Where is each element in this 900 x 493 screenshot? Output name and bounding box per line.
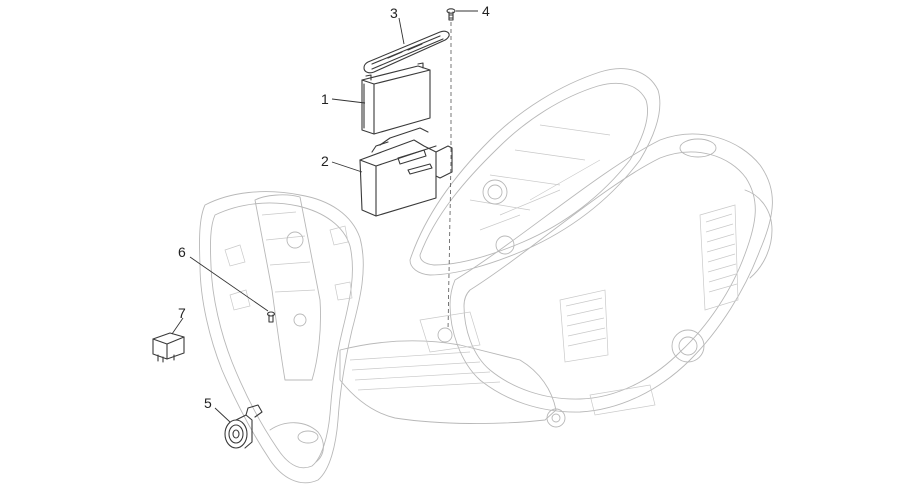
frame-screw bbox=[266, 311, 276, 323]
relay bbox=[152, 332, 185, 363]
battery-strap-screw bbox=[446, 8, 456, 21]
leader-1 bbox=[331, 98, 366, 104]
battery-strap bbox=[363, 30, 450, 74]
leader-7 bbox=[171, 317, 184, 335]
alignment-dashed-line bbox=[447, 22, 452, 331]
callout-6: 6 bbox=[178, 244, 186, 260]
leader-2 bbox=[331, 161, 363, 173]
leader-3 bbox=[398, 17, 405, 45]
scooter-body-outline bbox=[199, 68, 773, 484]
callout-5: 5 bbox=[204, 395, 212, 411]
battery bbox=[361, 62, 431, 135]
horn bbox=[224, 404, 263, 449]
battery-tray bbox=[359, 127, 453, 217]
callout-labels: 1 2 3 4 5 6 7 bbox=[178, 3, 490, 411]
callout-7: 7 bbox=[178, 305, 186, 321]
leader-5 bbox=[214, 407, 231, 423]
callout-2: 2 bbox=[321, 153, 329, 169]
callout-leaders bbox=[171, 10, 478, 423]
callout-4: 4 bbox=[482, 3, 490, 19]
callout-3: 3 bbox=[390, 5, 398, 21]
leader-6 bbox=[189, 256, 269, 312]
callout-1: 1 bbox=[321, 91, 329, 107]
